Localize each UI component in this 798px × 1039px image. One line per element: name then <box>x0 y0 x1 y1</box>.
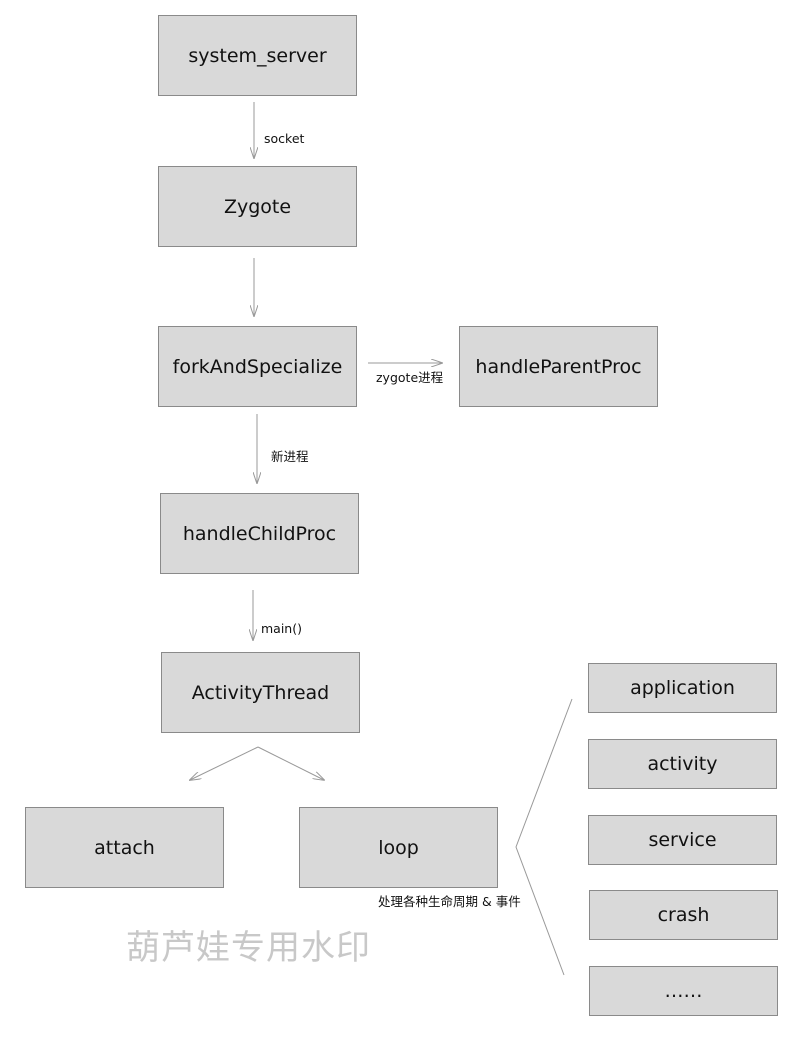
arrow-activity-thread-to-loop <box>257 746 324 780</box>
node-activity-thread: ActivityThread <box>161 652 360 733</box>
edge-label-main: main() <box>261 621 302 636</box>
arrow-activity-thread-to-attach <box>190 746 259 780</box>
edge-label-handle-events: 处理各种生命周期 & 事件 <box>378 894 521 909</box>
node-activity: activity <box>588 739 777 789</box>
node-application: application <box>588 663 777 713</box>
node-handle-parent-proc: handleParentProc <box>459 326 658 407</box>
node-more: …… <box>589 966 778 1016</box>
node-zygote: Zygote <box>158 166 357 247</box>
node-loop: loop <box>299 807 498 888</box>
node-service: service <box>588 815 777 865</box>
edge-label-zygote-process: zygote进程 <box>376 370 444 385</box>
node-handle-child-proc: handleChildProc <box>160 493 359 574</box>
node-attach: attach <box>25 807 224 888</box>
node-crash: crash <box>589 890 778 940</box>
edge-label-socket: socket <box>264 131 305 146</box>
node-fork-and-specialize: forkAndSpecialize <box>158 326 357 407</box>
edge-label-new-process: 新进程 <box>271 449 309 464</box>
loop-fanout-bracket <box>515 698 573 976</box>
watermark-text: 葫芦娃专用水印 <box>126 928 371 968</box>
node-system-server: system_server <box>158 15 357 96</box>
